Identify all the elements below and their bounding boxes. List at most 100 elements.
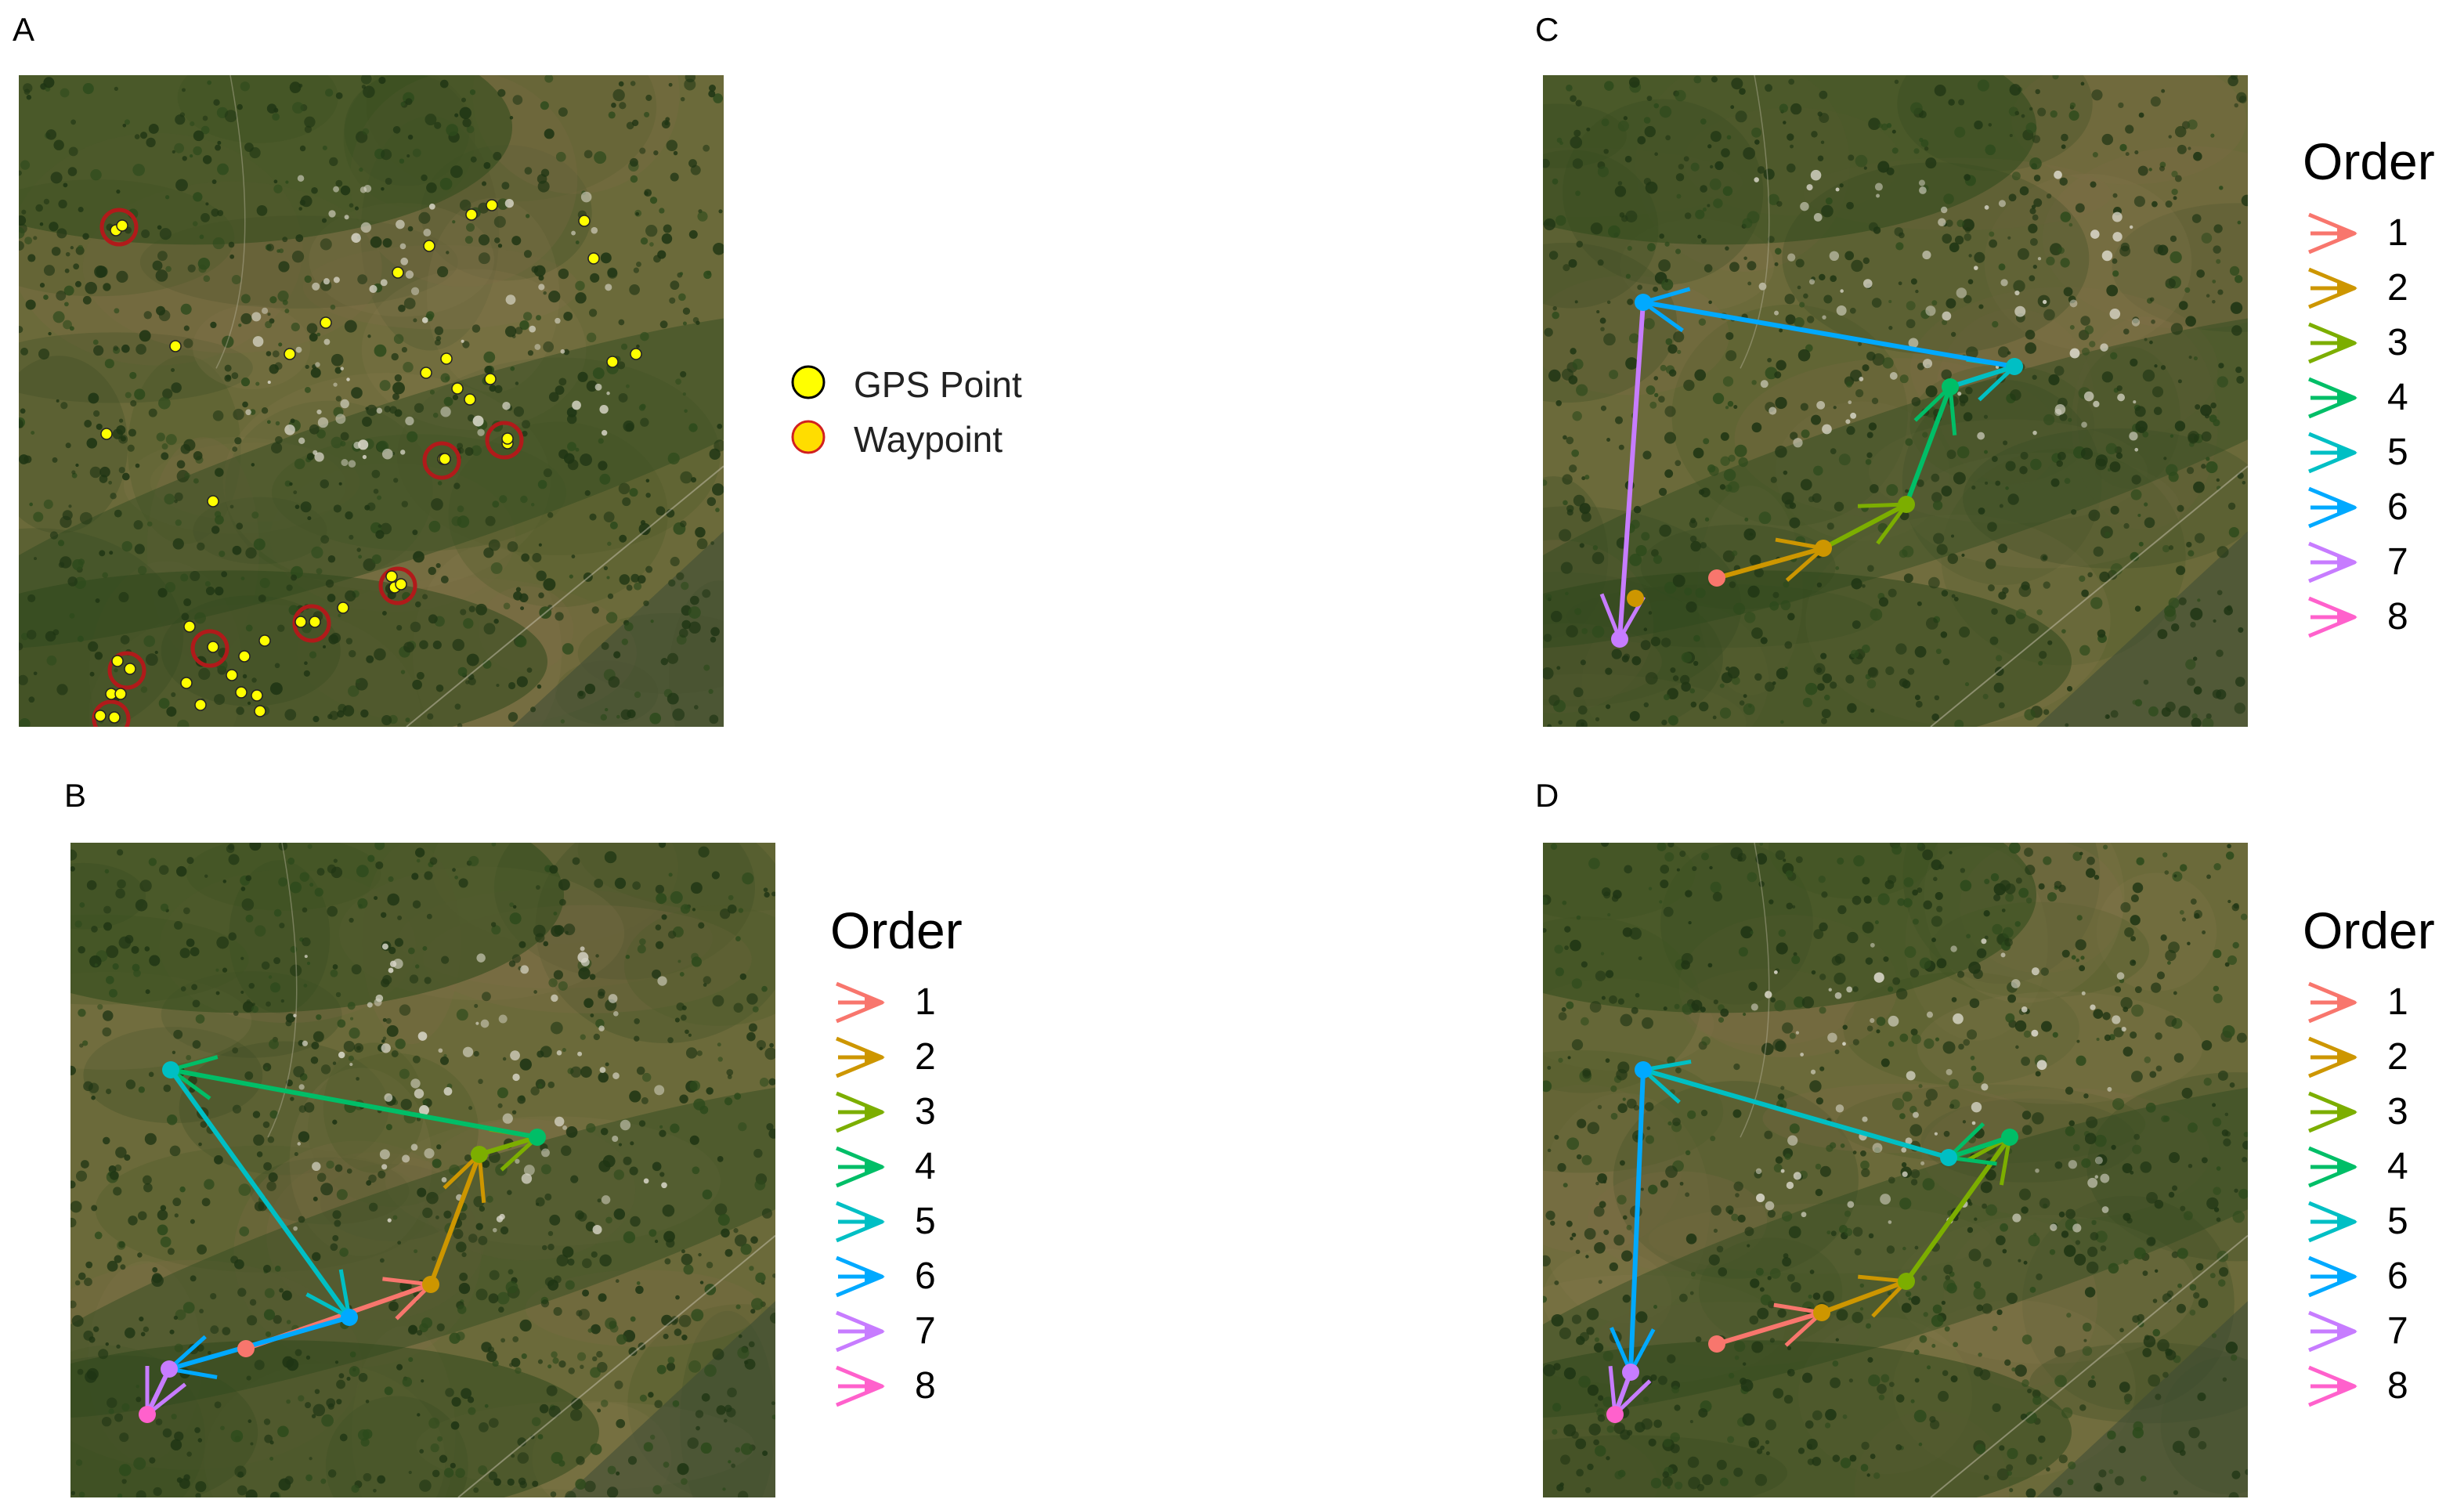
panel-c-legend-arrow-icon bbox=[2308, 486, 2357, 529]
panel-d-legend-item-4: 4 bbox=[2303, 1142, 2459, 1192]
gps-point-marker bbox=[606, 356, 619, 368]
panel-d-route-segment bbox=[1819, 1279, 1909, 1315]
panel-c-terrain-texture bbox=[1543, 75, 2248, 727]
panel-c-legend-label: 2 bbox=[2387, 267, 2408, 309]
panel-c-legend-arrow-icon bbox=[2308, 322, 2357, 364]
panel-b-legend-label: 8 bbox=[915, 1365, 936, 1407]
panel-c-route-segment bbox=[1714, 546, 1826, 580]
gps-point-marker bbox=[464, 393, 476, 406]
gps-point-marker bbox=[501, 432, 514, 445]
panel-b-legend-arrow-icon bbox=[836, 1255, 885, 1298]
waypoint-marker bbox=[190, 629, 229, 668]
gps-point-marker bbox=[235, 686, 247, 699]
gps-point-marker bbox=[587, 252, 600, 265]
gps-point-marker bbox=[294, 616, 307, 628]
panel-d-map bbox=[1543, 843, 2248, 1497]
panel-b-legend-label: 4 bbox=[915, 1146, 936, 1187]
panel-d-legend-arrow-icon bbox=[2308, 1091, 2357, 1133]
panel-c-map bbox=[1543, 75, 2248, 727]
panel-b-terrain-texture bbox=[70, 843, 775, 1497]
gps-point-marker bbox=[423, 240, 435, 252]
panel-c-stop-marker bbox=[1898, 496, 1915, 513]
gps-point-marker bbox=[111, 655, 124, 667]
gps-point-marker bbox=[251, 689, 263, 702]
gps-point-legend-item: GPS Point bbox=[783, 362, 1081, 406]
gps-point-marker bbox=[114, 688, 127, 700]
panel-b-legend-item-1: 1 bbox=[830, 977, 987, 1028]
panel-b-stop-marker bbox=[471, 1146, 488, 1163]
gps-point-marker bbox=[465, 208, 478, 221]
gps-point-marker bbox=[124, 663, 136, 675]
panel-d-stop-marker bbox=[1813, 1304, 1830, 1321]
gps-point-marker bbox=[169, 340, 182, 352]
gps-point-label: GPS Point bbox=[854, 364, 1022, 405]
panel-c-legend-arrow-icon bbox=[2308, 541, 2357, 583]
panel-b-legend-item-3: 3 bbox=[830, 1087, 987, 1137]
panel-c-letter: C bbox=[1535, 11, 1559, 48]
panel-d-route-segment bbox=[1628, 1067, 1646, 1375]
gps-point-marker bbox=[385, 570, 398, 583]
waypoint-legend-item: Waypoint bbox=[783, 417, 1081, 461]
panel-c-route-segment bbox=[1641, 300, 2017, 369]
gps-point-marker bbox=[320, 316, 332, 329]
gps-point-marker bbox=[180, 677, 193, 689]
gps-point-marker bbox=[194, 699, 207, 711]
panel-d-stop-marker bbox=[2001, 1129, 2018, 1146]
panel-d-legend-label: 2 bbox=[2387, 1036, 2408, 1078]
gps-point-marker bbox=[440, 352, 453, 365]
gps-point-marker bbox=[100, 428, 113, 440]
panel-b-legend-label: 6 bbox=[915, 1255, 936, 1297]
panel-d-legend-label: 7 bbox=[2387, 1310, 2408, 1352]
panel-d-legend-item-7: 7 bbox=[2303, 1306, 2459, 1356]
gps-point-marker bbox=[258, 634, 271, 647]
gps-point-marker bbox=[254, 705, 266, 717]
gps-point-marker bbox=[451, 382, 464, 395]
panel-b-legend-item-8: 8 bbox=[830, 1361, 987, 1411]
panel-c-stop-marker bbox=[1815, 540, 1832, 557]
panel-c-legend-arrow-icon bbox=[2308, 267, 2357, 309]
panel-d-legend-label: 8 bbox=[2387, 1365, 2408, 1407]
panel-d-stop-marker bbox=[1635, 1061, 1652, 1078]
panel-b-legend-arrow-icon bbox=[836, 1201, 885, 1243]
gps-point-marker bbox=[630, 348, 642, 360]
panel-c-legend-item-6: 6 bbox=[2303, 482, 2459, 533]
waypoint-marker bbox=[99, 208, 139, 247]
panel-a-terrain-texture bbox=[19, 75, 724, 727]
panel-d-stop-marker bbox=[1898, 1273, 1915, 1290]
panel-b-route bbox=[139, 1055, 546, 1423]
panel-c-legend-label: 4 bbox=[2387, 377, 2408, 418]
panel-c-legend-item-5: 5 bbox=[2303, 428, 2459, 478]
panel-c-legend-label: 5 bbox=[2387, 432, 2408, 473]
waypoint-marker bbox=[485, 421, 524, 460]
panel-b-route-segment bbox=[428, 1152, 482, 1287]
panel-c-legend-label: 7 bbox=[2387, 541, 2408, 583]
panel-b-legend-label: 2 bbox=[915, 1036, 936, 1078]
gps-point-marker bbox=[183, 620, 196, 633]
panel-d-stop-marker bbox=[1940, 1149, 1957, 1166]
waypoint-marker bbox=[292, 604, 331, 643]
gps-point-marker bbox=[439, 453, 451, 465]
panel-d-legend-item-5: 5 bbox=[2303, 1197, 2459, 1247]
panel-c-stop-marker bbox=[1708, 569, 1725, 587]
panel-b-legend-label: 3 bbox=[915, 1091, 936, 1132]
panel-d-route bbox=[1606, 1060, 2018, 1423]
panel-a-map bbox=[19, 75, 724, 727]
panel-b-stop-marker bbox=[422, 1276, 439, 1293]
gps-point-marker bbox=[207, 495, 219, 508]
panel-c-legend-arrow-icon bbox=[2308, 377, 2357, 419]
gps-point-marker bbox=[238, 650, 251, 663]
gps-point-marker bbox=[578, 215, 591, 227]
gps-point-marker bbox=[309, 616, 321, 628]
panel-c-legend-label: 3 bbox=[2387, 322, 2408, 363]
panel-d-legend-arrow-icon bbox=[2308, 1036, 2357, 1078]
gps-point-marker bbox=[116, 219, 128, 232]
panel-d-legend-label: 4 bbox=[2387, 1146, 2408, 1187]
panel-c-route-segment bbox=[1904, 385, 1953, 507]
panel-d-legend-arrow-icon bbox=[2308, 1365, 2357, 1407]
waypoint-marker bbox=[107, 651, 146, 690]
panel-c-legend-arrow-icon bbox=[2308, 432, 2357, 474]
panel-b-legend-title: Order bbox=[830, 901, 963, 959]
panel-b-legend-item-2: 2 bbox=[830, 1032, 987, 1082]
waypoint-label: Waypoint bbox=[854, 419, 1003, 460]
gps-point-marker bbox=[207, 641, 219, 653]
